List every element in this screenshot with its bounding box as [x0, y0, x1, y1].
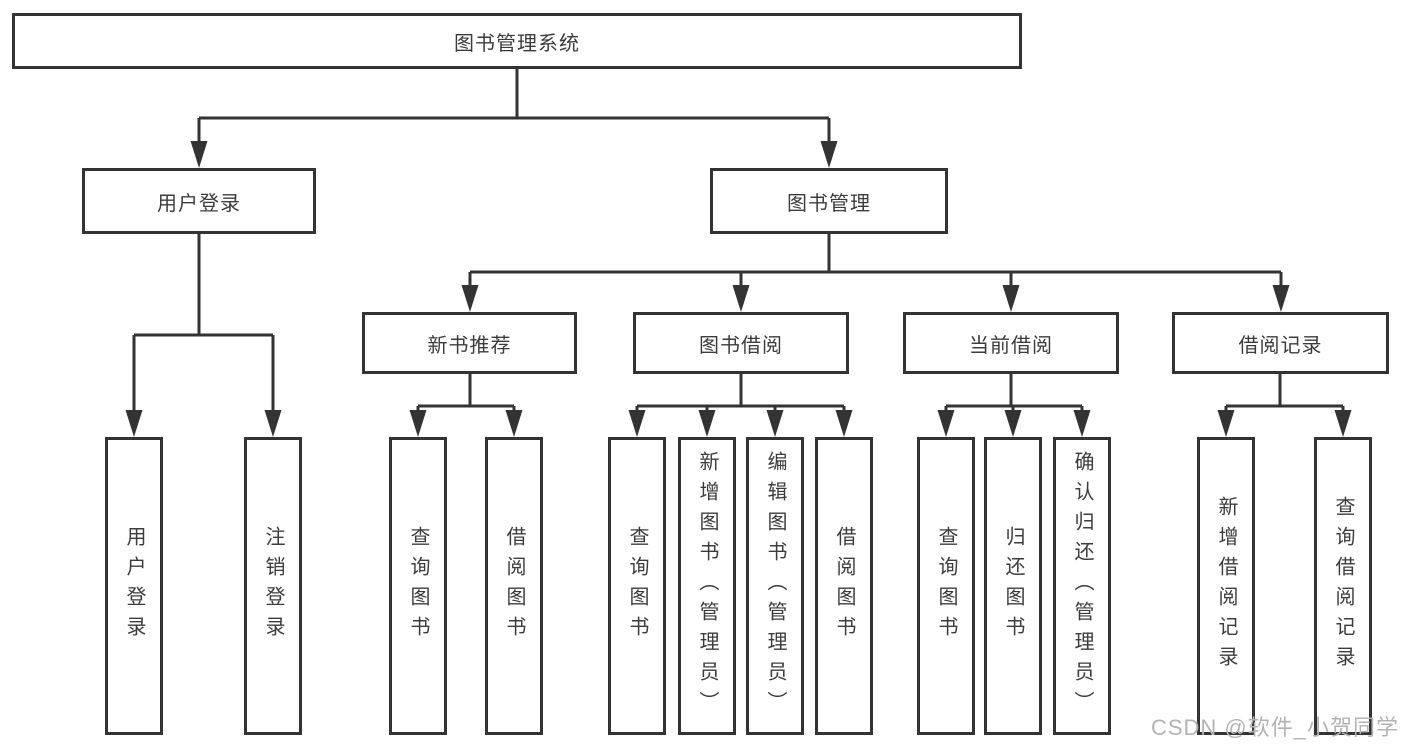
node-query-books-recommend: 查询图书	[389, 437, 447, 735]
node-label: 注销登录	[262, 526, 284, 646]
node-label: 查询图书	[407, 526, 429, 646]
node-label: 借阅图书	[503, 526, 525, 646]
node-return-books: 归还图书	[984, 437, 1042, 735]
node-label: 图书管理	[787, 192, 871, 215]
node-book-management-module: 图书管理	[710, 168, 948, 234]
node-library-management-system: 图书管理系统	[12, 13, 1022, 69]
node-label: 查询借阅记录	[1332, 496, 1354, 676]
node-label: 图书借阅	[699, 334, 783, 357]
node-query-books-borrowing: 查询图书	[608, 437, 666, 735]
node-label: 用户登录	[123, 526, 145, 646]
node-label: 图书管理系统	[454, 32, 580, 55]
node-add-borrow-record: 新增借阅记录	[1197, 437, 1255, 735]
node-label: 编辑图书（管理员）	[764, 451, 786, 721]
node-label: 当前借阅	[969, 334, 1053, 357]
node-borrowing-records: 借阅记录	[1172, 312, 1389, 374]
node-edit-books-admin: 编辑图书（管理员）	[746, 437, 804, 735]
node-query-borrow-record: 查询借阅记录	[1314, 437, 1372, 735]
node-label: 新增借阅记录	[1215, 496, 1237, 676]
node-book-borrowing: 图书借阅	[633, 312, 849, 374]
node-label: 借阅记录	[1238, 334, 1323, 357]
node-borrow-books-borrowing: 借阅图书	[815, 437, 873, 735]
csdn-watermark: CSDN @软件_小贺同学	[1150, 715, 1399, 740]
node-label: 用户登录	[157, 192, 241, 215]
node-user-login-module: 用户登录	[82, 168, 316, 234]
node-query-books-current: 查询图书	[917, 437, 975, 735]
node-user-login: 用户登录	[105, 437, 163, 735]
node-new-book-recommend: 新书推荐	[362, 312, 577, 374]
node-add-books-admin: 新增图书（管理员）	[678, 437, 736, 735]
node-label: 归还图书	[1002, 526, 1024, 646]
node-label: 查询图书	[935, 526, 957, 646]
node-label: 新增图书（管理员）	[696, 451, 718, 721]
node-current-borrowing: 当前借阅	[903, 312, 1119, 374]
node-label: 查询图书	[626, 526, 648, 646]
node-label: 借阅图书	[833, 526, 855, 646]
node-borrow-books-recommend: 借阅图书	[485, 437, 543, 735]
node-label: 新书推荐	[427, 334, 512, 357]
node-logout: 注销登录	[244, 437, 302, 735]
node-confirm-return-admin: 确认归还（管理员）	[1053, 437, 1111, 735]
node-label: 确认归还（管理员）	[1071, 451, 1093, 721]
